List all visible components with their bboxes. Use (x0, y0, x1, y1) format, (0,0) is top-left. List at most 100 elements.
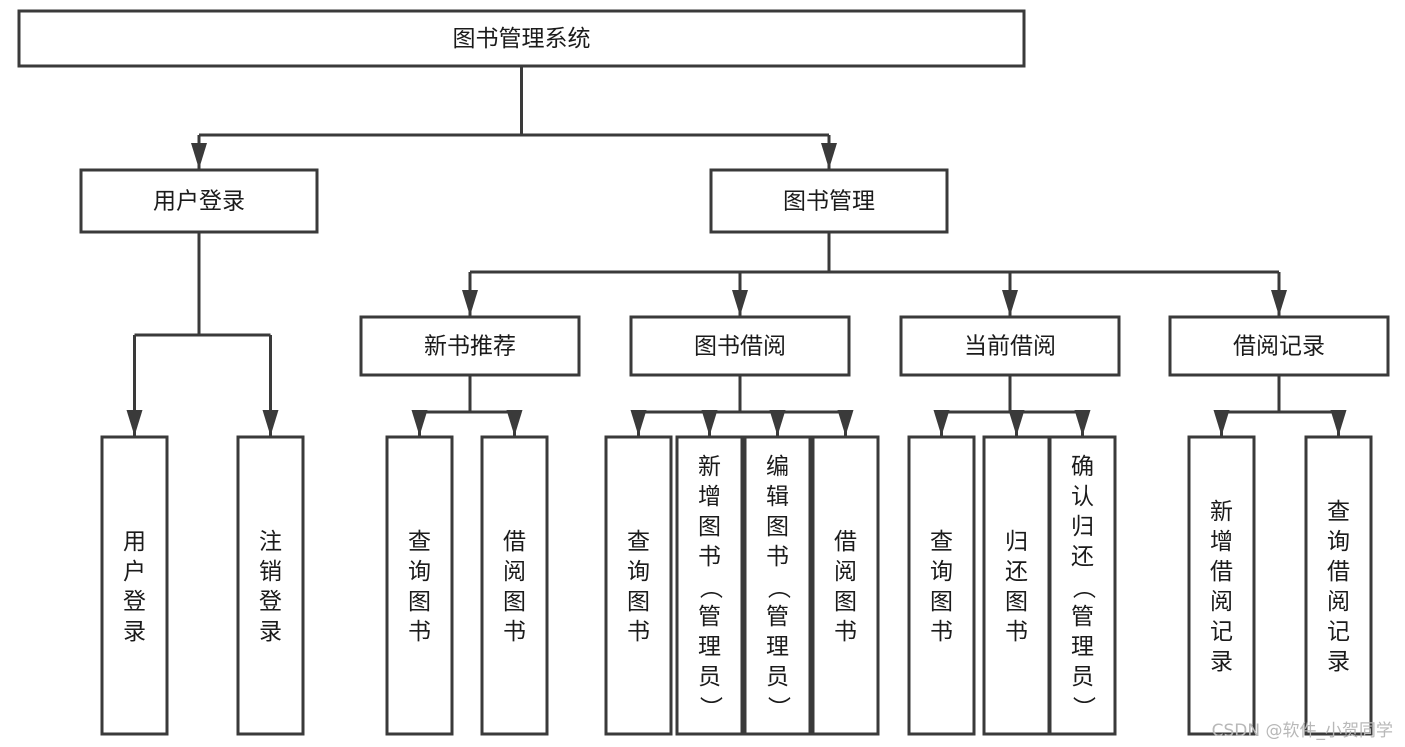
svg-text:阅: 阅 (1210, 589, 1233, 615)
arrow-head (462, 290, 478, 316)
svg-text:归: 归 (1071, 514, 1094, 540)
svg-text:员: 员 (698, 664, 721, 690)
svg-text:归: 归 (1005, 529, 1028, 555)
svg-text:理: 理 (1071, 634, 1094, 660)
arrow-head (506, 410, 523, 436)
arrow-head (821, 143, 837, 169)
svg-text:注: 注 (259, 529, 282, 555)
svg-text:员: 员 (1071, 664, 1094, 690)
node-label: 图书管理系统 (453, 26, 591, 52)
node-level3-0[interactable]: 新书推荐 (359, 315, 581, 377)
svg-text:还: 还 (1005, 559, 1028, 585)
svg-text:管: 管 (698, 604, 721, 630)
node-root[interactable]: 图书管理系统 (17, 9, 1026, 68)
svg-text:询: 询 (408, 559, 431, 585)
svg-text:）: ） (765, 696, 791, 719)
svg-text:查: 查 (627, 529, 650, 555)
node-level3-1[interactable]: 图书借阅 (629, 315, 851, 377)
svg-text:登: 登 (259, 589, 282, 615)
svg-text:图: 图 (503, 589, 526, 615)
svg-text:确: 确 (1071, 454, 1094, 480)
node-label: 当前借阅 (964, 334, 1056, 360)
node-label: 用户登录 (153, 189, 245, 215)
node-leaf-0[interactable]: 用户登录 (100, 435, 169, 736)
arrow-head (732, 290, 748, 316)
svg-text:书: 书 (766, 544, 789, 570)
svg-text:理: 理 (766, 634, 789, 660)
svg-text:图: 图 (930, 589, 953, 615)
svg-text:书: 书 (698, 544, 721, 570)
arrow-head (1213, 410, 1230, 436)
svg-text:借: 借 (1210, 559, 1233, 585)
node-label: 图书借阅 (694, 334, 786, 360)
svg-text:辑: 辑 (766, 484, 789, 510)
svg-text:书: 书 (930, 619, 953, 645)
svg-text:（: （ (697, 576, 723, 599)
svg-text:录: 录 (259, 619, 282, 645)
arrow-head (411, 410, 428, 436)
node-level2-0[interactable]: 用户登录 (79, 168, 319, 234)
arrow-head (837, 410, 854, 436)
svg-text:录: 录 (1210, 649, 1233, 675)
arrow-head (1074, 410, 1091, 436)
arrow-head (1008, 410, 1025, 436)
svg-text:编: 编 (766, 454, 789, 480)
node-level2-1[interactable]: 图书管理 (709, 168, 949, 234)
svg-text:阅: 阅 (1327, 589, 1350, 615)
arrow-head (1002, 290, 1018, 316)
node-label: 借阅记录 (1233, 334, 1325, 360)
svg-text:借: 借 (834, 529, 857, 555)
svg-text:销: 销 (259, 559, 282, 585)
svg-text:员: 员 (766, 664, 789, 690)
svg-text:借: 借 (1327, 559, 1350, 585)
svg-text:询: 询 (627, 559, 650, 585)
arrow-head (630, 410, 647, 436)
svg-text:询: 询 (1327, 529, 1350, 555)
svg-text:书: 书 (1005, 619, 1028, 645)
svg-text:询: 询 (930, 559, 953, 585)
svg-text:借: 借 (503, 529, 526, 555)
svg-text:查: 查 (930, 529, 953, 555)
svg-text:）: ） (1070, 696, 1096, 719)
svg-text:阅: 阅 (503, 559, 526, 585)
node-label: 用户登录 (123, 529, 146, 645)
svg-text:图: 图 (627, 589, 650, 615)
arrow-head (126, 410, 143, 436)
node-label: 图书管理 (783, 189, 875, 215)
svg-text:）: ） (697, 696, 723, 719)
node-level3-2[interactable]: 当前借阅 (899, 315, 1121, 377)
svg-text:查: 查 (1327, 499, 1350, 525)
svg-text:书: 书 (503, 619, 526, 645)
svg-text:增: 增 (1210, 529, 1233, 555)
node-level3-3[interactable]: 借阅记录 (1168, 315, 1390, 377)
arrow-head (191, 143, 207, 169)
svg-text:认: 认 (1071, 484, 1094, 510)
svg-text:图: 图 (766, 514, 789, 540)
svg-text:阅: 阅 (834, 559, 857, 585)
svg-text:图: 图 (698, 514, 721, 540)
svg-text:登: 登 (123, 589, 146, 615)
